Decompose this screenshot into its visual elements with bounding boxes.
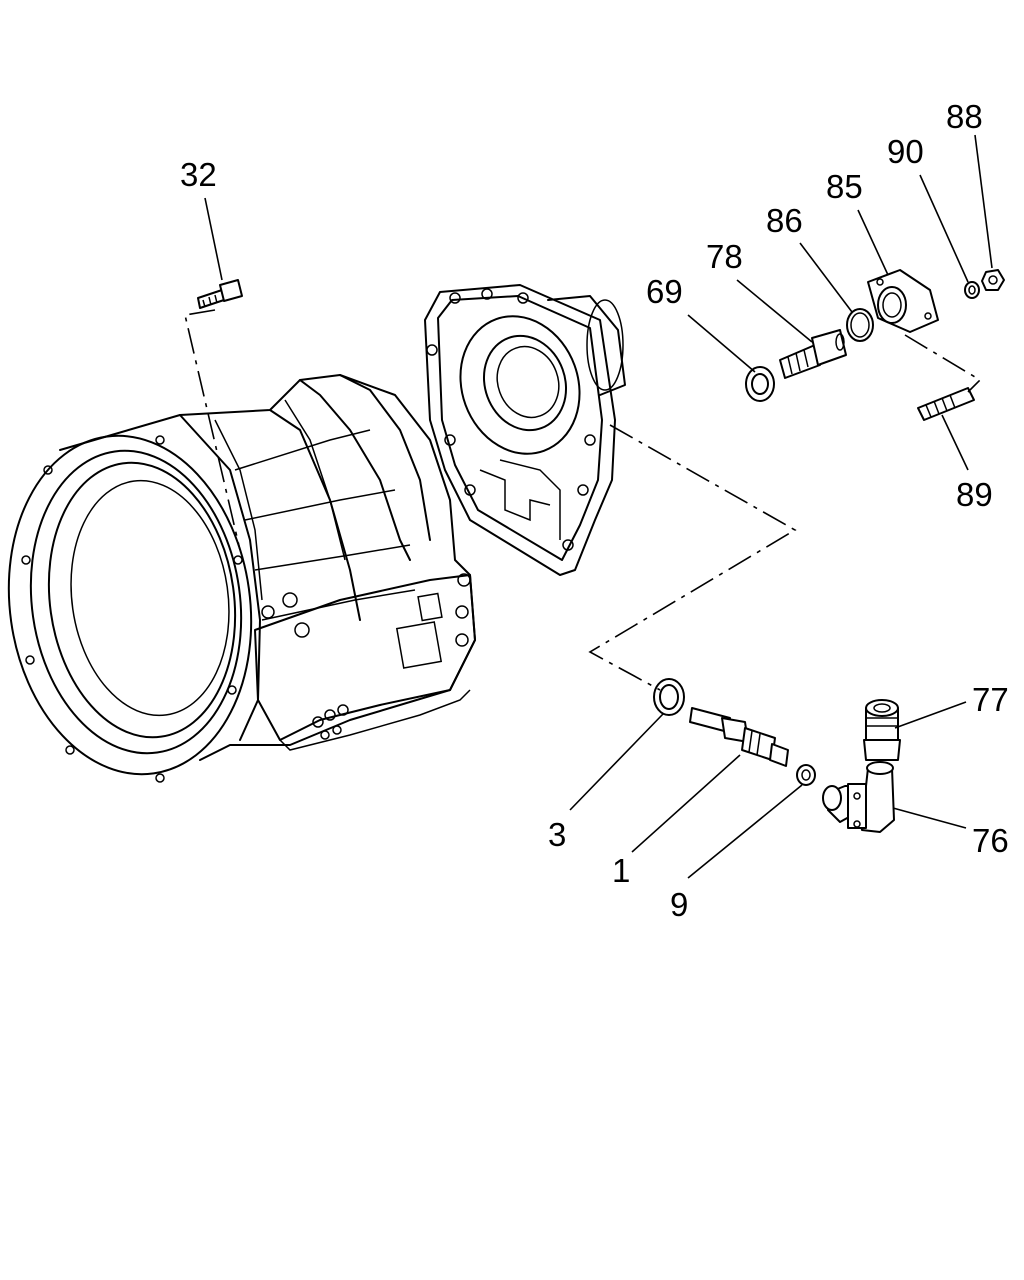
callout-69: 69 <box>646 273 683 310</box>
callout-77: 77 <box>972 681 1009 718</box>
flange-85 <box>867 269 939 333</box>
callout-76: 76 <box>972 822 1009 859</box>
plug-78 <box>779 329 847 379</box>
nut-88 <box>981 269 1005 291</box>
callout-90: 90 <box>887 133 924 170</box>
sensor-1 <box>689 707 789 767</box>
connector-76 <box>822 761 895 833</box>
callout-86: 86 <box>766 202 803 239</box>
callout-78: 78 <box>706 238 743 275</box>
callout-89: 89 <box>956 476 993 513</box>
callout-3: 3 <box>548 816 566 853</box>
fitting-77 <box>863 699 901 761</box>
transmission-housing <box>7 374 476 783</box>
washer-9 <box>796 764 816 786</box>
washer-90 <box>964 281 980 299</box>
callout-88: 88 <box>946 98 983 135</box>
callout-9: 9 <box>670 886 688 923</box>
o-ring-86 <box>846 308 874 342</box>
seal-3 <box>653 678 685 716</box>
callout-1: 1 <box>612 852 630 889</box>
callout-85: 85 <box>826 168 863 205</box>
leader-lines <box>204 134 993 879</box>
stud-89 <box>917 387 975 421</box>
callout-labels: 32 88 90 85 86 78 69 89 77 76 3 1 9 <box>180 98 1009 923</box>
assembly-lines <box>184 309 982 691</box>
callout-32: 32 <box>180 156 217 193</box>
rear-cover-housing <box>424 284 626 576</box>
washer-69 <box>745 366 775 402</box>
bolt-32 <box>197 279 243 309</box>
